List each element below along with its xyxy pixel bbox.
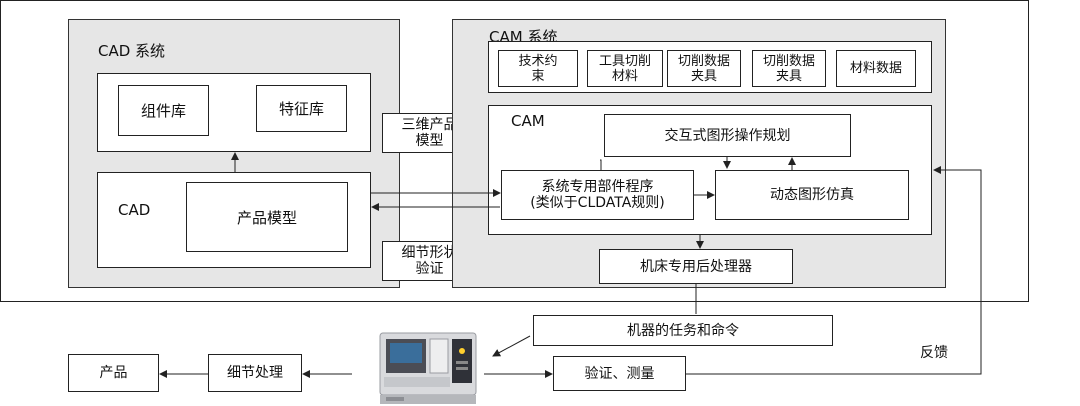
- detail-processing: 细节处理: [208, 354, 302, 392]
- part-program-note: (类似于CLDATA规则): [530, 195, 665, 211]
- product-model: 产品模型: [186, 182, 348, 252]
- part-program-title: 系统专用部件程序: [541, 179, 654, 195]
- cnc-machine-icon: [379, 332, 477, 404]
- db-item-text-4: 材料数据: [849, 61, 902, 76]
- cad-system-title: CAD 系统: [98, 42, 166, 60]
- detail-shape-verify-text: 细节形状验证: [401, 245, 458, 277]
- db-item-text-3: 切削数据夹具: [762, 53, 815, 84]
- feature-library: 特征库: [256, 85, 347, 132]
- part-program: 系统专用部件程序 (类似于CLDATA规则): [501, 170, 694, 220]
- interactive-planning: 交互式图形操作规划: [604, 114, 851, 157]
- db-item-tech-constraints: 技术约束: [498, 50, 578, 87]
- cam-label: CAM: [511, 112, 545, 130]
- product: 产品: [68, 354, 159, 392]
- feedback-label: 反馈: [920, 345, 948, 361]
- cad-label: CAD: [118, 201, 151, 219]
- machine-commands: 机器的任务和命令: [533, 315, 833, 346]
- 3d-product-model-text: 三维产品模型: [401, 117, 458, 149]
- db-item-text-0: 技术约束: [518, 53, 558, 84]
- system-frame: [0, 0, 1029, 302]
- verify-measure: 验证、测量: [553, 356, 686, 391]
- db-item-cutting-data-2: 切削数据夹具: [752, 50, 826, 87]
- component-library: 组件库: [118, 85, 209, 136]
- db-item-material-data: 材料数据: [836, 50, 916, 87]
- db-item-tool-materials: 工具切削材料: [587, 50, 663, 87]
- db-item-text-2: 切削数据夹具: [677, 53, 730, 84]
- db-item-cutting-data-1: 切削数据夹具: [667, 50, 741, 87]
- post-processor: 机床专用后处理器: [599, 249, 793, 284]
- db-item-text-1: 工具切削材料: [598, 53, 651, 84]
- dynamic-simulation: 动态图形仿真: [715, 170, 909, 220]
